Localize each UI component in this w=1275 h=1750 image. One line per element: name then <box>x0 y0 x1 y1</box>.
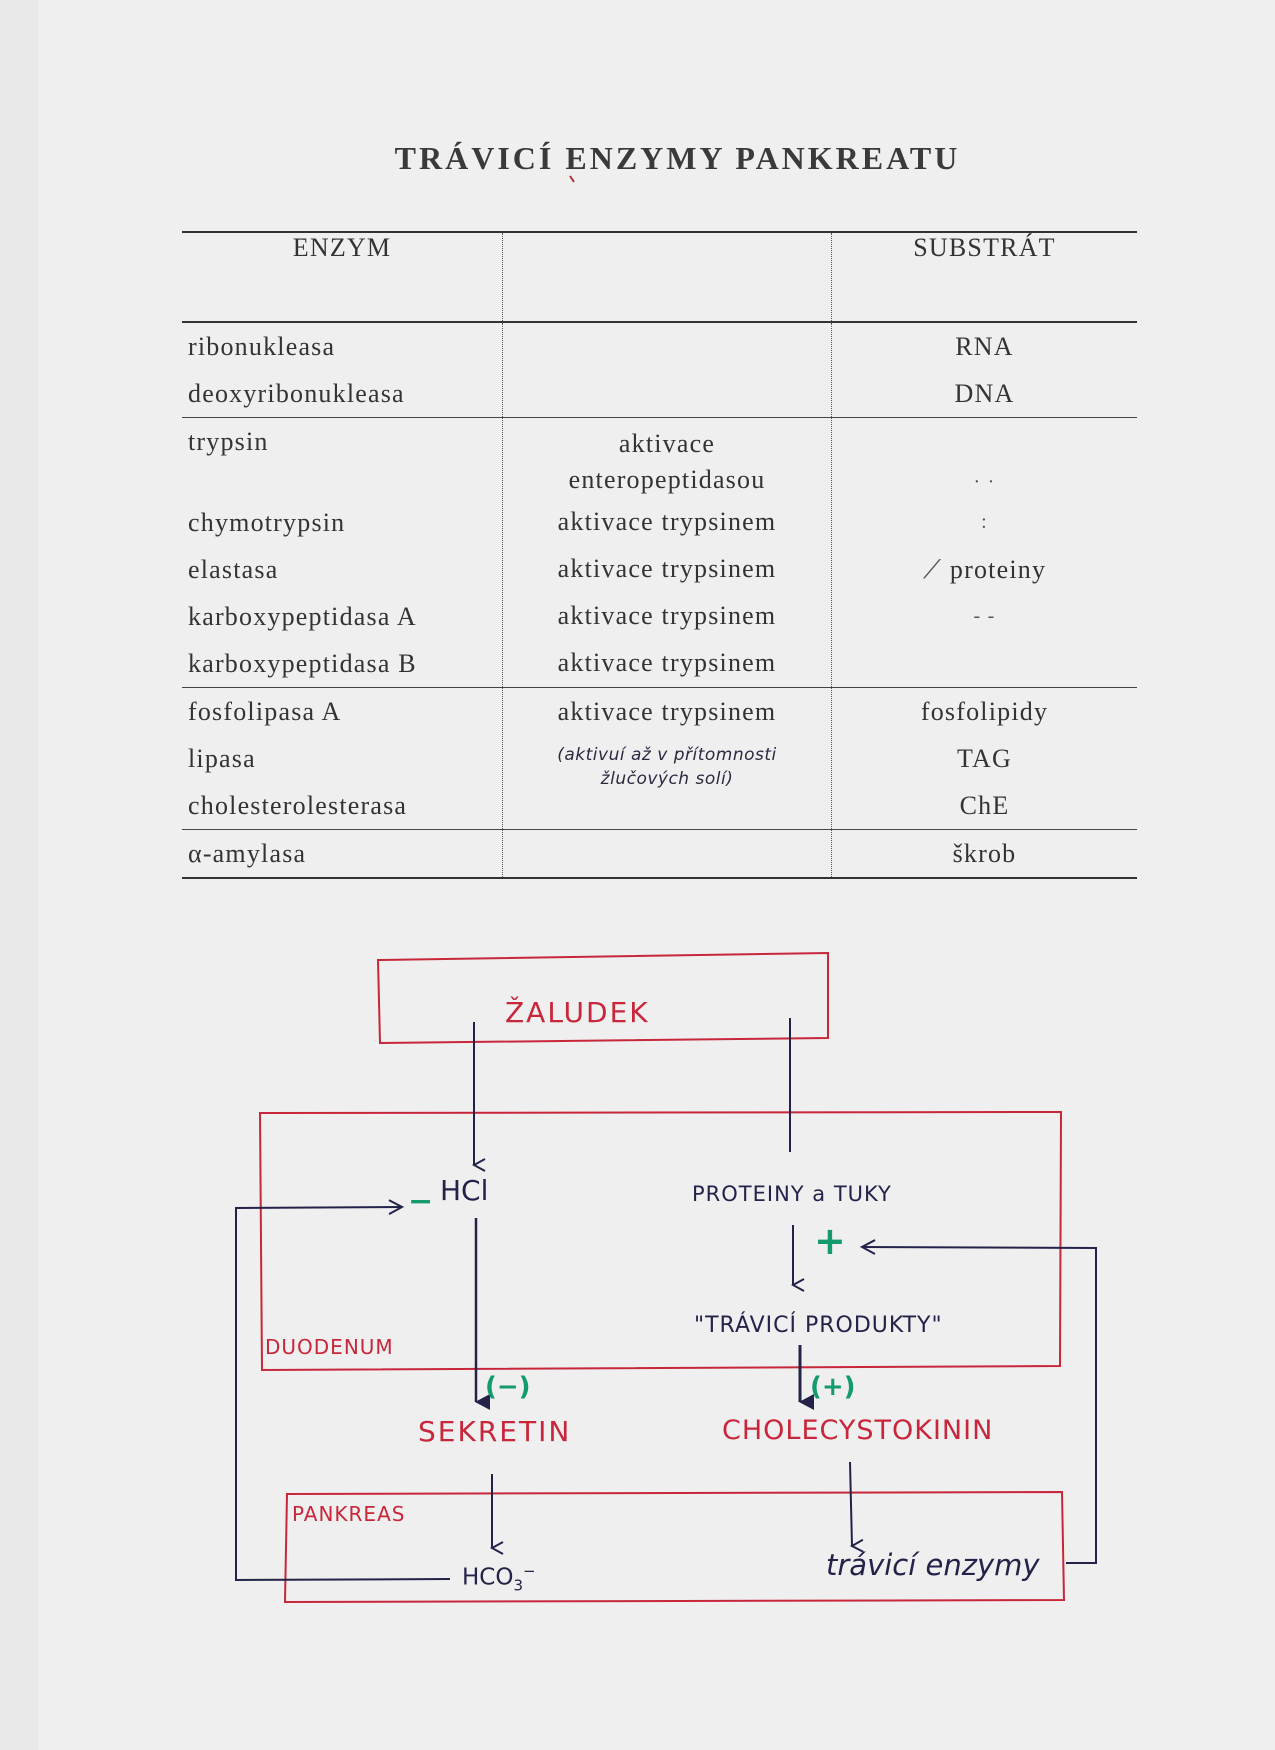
enzyme-name: α-amylasa <box>188 839 307 868</box>
bicarbonate-label: HCO3− <box>462 1562 536 1595</box>
header-activation <box>502 231 832 323</box>
substrate: TAG <box>957 744 1012 773</box>
header-enzyme: ENZYM <box>182 231 503 323</box>
feedback-enzymes-proteins <box>862 1247 1097 1564</box>
feedback-bicarbonate-hcl <box>235 1207 451 1582</box>
pancreas-box <box>283 1490 1066 1604</box>
stomach-label: ŽALUDEK <box>505 996 650 1029</box>
substrate: fosfolipidy <box>920 697 1049 726</box>
header-substrate: SUBSTRÁT <box>831 231 1137 323</box>
enzyme-name: fosfolipasa A <box>188 697 342 726</box>
page-title: TRÁVICÍ ENZYMY PANKREATU <box>394 140 961 176</box>
substrate: ChE <box>959 791 1010 820</box>
enzymes-label: trávicí enzymy <box>826 1548 1040 1582</box>
enzyme-name: chymotrypsin <box>188 508 346 537</box>
table-header-row: ENZYM SUBSTRÁT <box>182 231 1137 323</box>
activation-note: aktivace trypsinem <box>557 648 777 677</box>
substrate: RNA <box>955 332 1014 361</box>
substrate: ⟋ proteiny <box>922 555 1047 584</box>
products-label: "TRÁVICÍ PRODUKTY" <box>694 1313 943 1338</box>
activation-note: enteropeptidasou <box>568 465 766 494</box>
duodenum-box <box>258 1110 1063 1372</box>
pancreas-label: PANKREAS <box>292 1502 406 1526</box>
activation-note: aktivace trypsinem <box>557 697 777 726</box>
stimulate-mark: (+) <box>810 1372 856 1402</box>
enzyme-name: karboxypeptidasa A <box>188 602 417 631</box>
handwritten-note: (aktivuí až v přítomnosti <box>557 745 777 765</box>
activation-note: aktivace trypsinem <box>557 507 777 536</box>
duodenum-label: DUODENUM <box>265 1335 394 1359</box>
bracket-mark: - - <box>973 605 996 627</box>
table-row-amylase: α-amylasa škrob <box>182 829 1137 879</box>
enzyme-name: elastasa <box>188 555 279 584</box>
enzyme-name: ribonukleasa <box>188 332 336 361</box>
handwritten-note: žlučových solí) <box>600 769 734 789</box>
substrate: DNA <box>954 379 1015 408</box>
activation-note: aktivace trypsinem <box>557 601 777 630</box>
table-row-group-proteases: trypsin chymotrypsin elastasa karboxypep… <box>182 417 1137 688</box>
enzyme-name: deoxyribonukleasa <box>188 379 405 408</box>
table-row-group-nucleases: ribonukleasa deoxyribonukleasa RNA DNA <box>182 322 1137 418</box>
hcl-label: HCl <box>440 1174 489 1207</box>
activation-note: aktivace <box>618 429 716 458</box>
table-row-group-lipases: fosfolipasa A lipasa cholesterolesterasa… <box>182 687 1137 830</box>
page-edge <box>0 0 38 1750</box>
bracket-mark: · · <box>973 471 996 493</box>
plus-mark: + <box>814 1219 846 1263</box>
stomach-box <box>376 951 829 1045</box>
cholecystokinin-label: CHOLECYSTOKININ <box>722 1415 994 1446</box>
secretin-label: SEKRETIN <box>418 1415 572 1448</box>
enzyme-name: lipasa <box>188 744 256 773</box>
bracket-mark: : <box>981 511 988 533</box>
enzyme-name: cholesterolesterasa <box>188 791 408 820</box>
proteins-fats-label: PROTEINY a TUKY <box>692 1182 892 1206</box>
arrow-cck-enzymes <box>849 1461 852 1546</box>
inhibit-mark: (−) <box>485 1372 531 1402</box>
minus-mark: − <box>408 1184 434 1219</box>
substrate: škrob <box>952 839 1017 868</box>
enzyme-table: ENZYM SUBSTRÁT ribonukleasa deoxyribonuk… <box>182 231 1137 879</box>
activation-note: aktivace trypsinem <box>557 554 777 583</box>
enzyme-name: karboxypeptidasa B <box>188 649 417 678</box>
enzyme-name: trypsin <box>188 427 269 456</box>
